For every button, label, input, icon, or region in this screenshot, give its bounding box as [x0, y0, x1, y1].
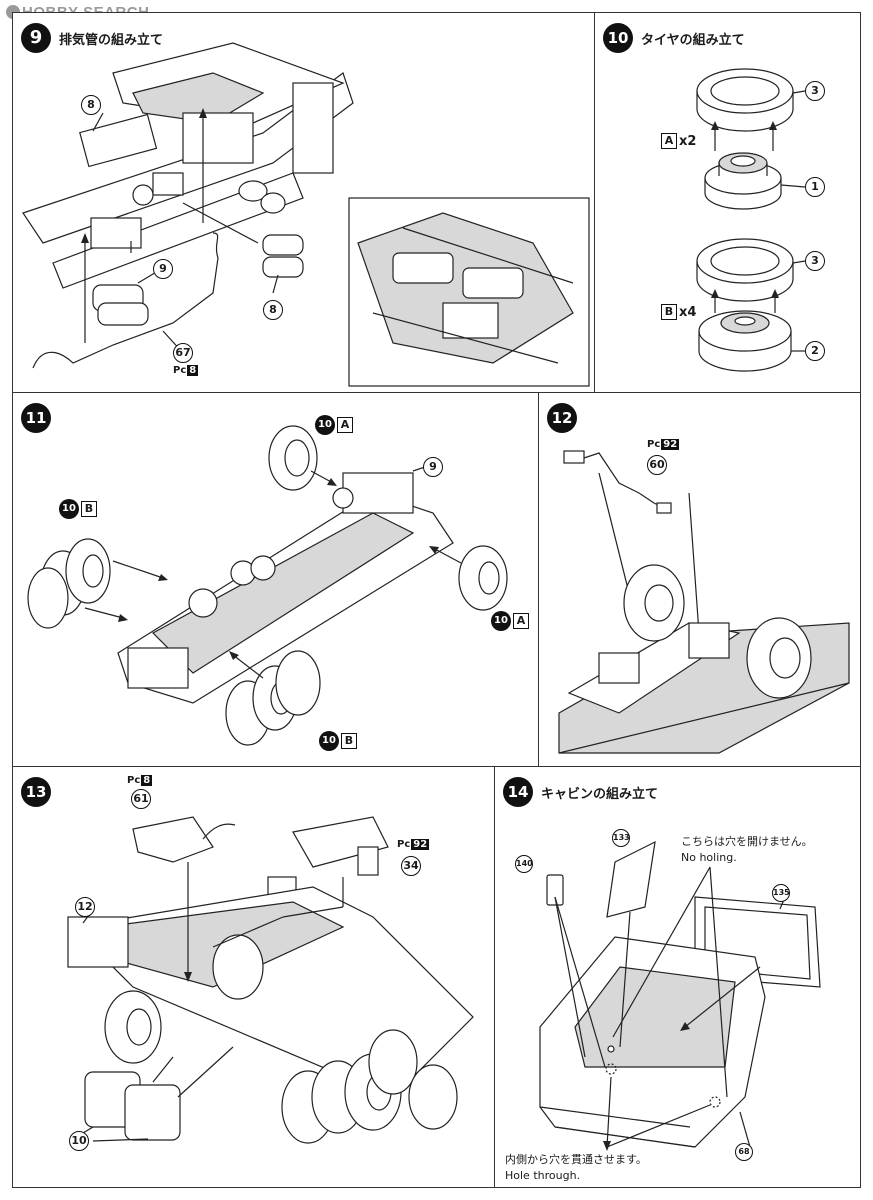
part-67-label: 67 [173, 343, 193, 363]
part-3-label-a: 3 [805, 81, 825, 101]
no-hole-note-en: No holing. [681, 851, 737, 864]
part-2-label: 2 [805, 341, 825, 361]
mirror-bracket-drawing [558, 450, 850, 754]
step-10-number: 10 [603, 23, 633, 53]
part-68-label: 68 [735, 1143, 753, 1161]
callout-10-a-right-letter: A [513, 613, 529, 629]
part-135-label: 135 [772, 884, 790, 902]
wheel-mount-drawing [27, 425, 508, 746]
group-b-qty: x4 [679, 305, 697, 320]
step-9-number: 9 [21, 23, 51, 53]
step-12-number: 12 [547, 403, 577, 433]
exhaust-chassis-drawing [22, 42, 590, 387]
step-10-panel: 10 タイヤの組み立て 3 1 3 2 A x2 [594, 12, 861, 394]
step-11-number: 11 [21, 403, 51, 433]
part-133-label: 133 [612, 829, 630, 847]
callout-10-a-top-letter: A [337, 417, 353, 433]
group-a-qty: x2 [679, 134, 697, 149]
hole-through-note-en: Hole through. [505, 1169, 581, 1182]
callout-10-a-top: 10 [315, 415, 335, 435]
tire-assembly-drawing [696, 68, 806, 372]
callout-10-b-bottom-letter: B [341, 733, 357, 749]
callout-10-b-bottom: 10 [319, 731, 339, 751]
step-10-title: タイヤの組み立て [641, 33, 745, 48]
part-1-label: 1 [805, 177, 825, 197]
step-14-title: キャビンの組み立て [541, 787, 659, 802]
step-14-panel: 14 キャビンの組み立て 133 140 135 68 こちらは穴を開けません [494, 766, 861, 1188]
fuel-tank-drawing [67, 816, 474, 1144]
part-10-label: 10 [69, 1131, 89, 1151]
part-60-label: 60 [647, 455, 667, 475]
step-9-title: 排気管の組み立て [59, 33, 164, 48]
step-9-panel: 9 排気管の組み立て [12, 12, 596, 394]
callout-10-b-left-letter: B [81, 501, 97, 517]
part-9-label: 9 [153, 259, 173, 279]
part-140-label: 140 [515, 855, 533, 873]
part-3-label-b: 3 [805, 251, 825, 271]
callout-10-b-left: 10 [59, 499, 79, 519]
part-61-label: 61 [131, 789, 151, 809]
step-11-panel: 11 10 A 9 10 B 10 A 10 B [12, 392, 540, 768]
no-hole-note-jp: こちらは穴を開けません。 [681, 835, 813, 848]
part-34-label: 34 [401, 856, 421, 876]
part-8-label: 8 [81, 95, 101, 115]
group-a-box: A [661, 133, 677, 149]
hole-through-note-jp: 内側から穴を貫通させます。 [505, 1153, 647, 1166]
part-12-label: 12 [75, 897, 95, 917]
cabin-assembly-drawing [539, 840, 821, 1151]
callout-9: 9 [423, 457, 443, 477]
group-b-box: B [661, 304, 677, 320]
part-8-label-lower: 8 [263, 300, 283, 320]
callout-10-a-right: 10 [491, 611, 511, 631]
step-14-number: 14 [503, 777, 533, 807]
step-13-number: 13 [21, 777, 51, 807]
